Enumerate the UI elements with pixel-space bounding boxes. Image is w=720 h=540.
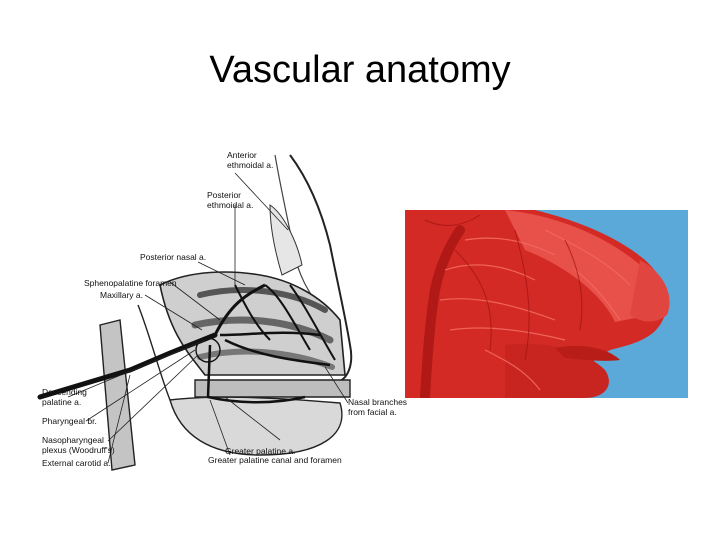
slide-title: Vascular anatomy: [209, 49, 511, 91]
label-sphenopalatine-foramen: Sphenopalatine foramen: [84, 278, 177, 288]
vascular-cast-photo: [405, 210, 688, 403]
label-greater-palatine: Greater palatine a.: [225, 446, 296, 456]
label-posterior-ethmoidal: Posterior ethmoidal a.: [207, 190, 254, 210]
nasal-cavity-illustration: [37, 154, 353, 471]
label-descending-palatine: Descending palatine a.: [42, 387, 87, 407]
label-nasal-branches-facial: Nasal branches from facial a.: [348, 397, 408, 417]
nasal-vascular-diagram: Anterior ethmoidal a. Posterior ethmoida…: [20, 135, 420, 475]
label-anterior-ethmoidal: Anterior ethmoidal a.: [227, 150, 274, 170]
vascular-cast-image: [405, 210, 688, 403]
label-maxillary: Maxillary a.: [100, 290, 143, 300]
label-pharyngeal-branch: Pharyngeal br.: [42, 416, 97, 426]
label-external-carotid: External carotid a.: [42, 458, 111, 468]
label-posterior-nasal: Posterior nasal a.: [140, 252, 207, 262]
label-nasopharyngeal-plexus: Nasopharyngeal plexus (Woodruff's): [42, 435, 115, 455]
label-greater-palatine-canal: Greater palatine canal and foramen: [208, 455, 342, 465]
